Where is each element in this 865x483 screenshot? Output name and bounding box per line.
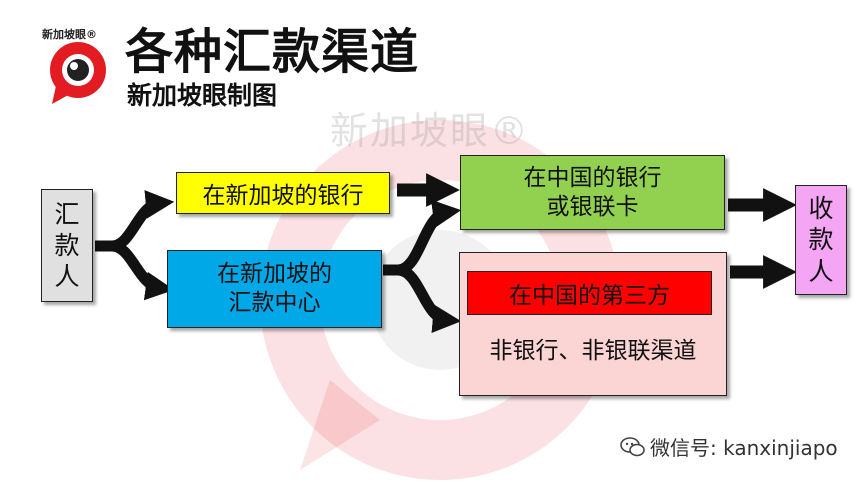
sender-char: 汇 <box>54 199 80 229</box>
cn-third-label: 在中国的第三方 <box>509 283 670 309</box>
sg-bank-label: 在新加坡的银行 <box>202 183 364 209</box>
receiver-box: 收 款 人 <box>795 185 847 295</box>
cn-bank-box: 在中国的银行 或银联卡 <box>460 155 725 230</box>
sender-char: 人 <box>54 262 80 292</box>
cn-nonbank-label: 非银行、非银联渠道 <box>489 338 697 364</box>
cn-bank-line: 在中国的银行 <box>523 164 662 191</box>
sg-bank-box: 在新加坡的银行 <box>176 172 390 214</box>
receiver-char: 人 <box>808 256 834 286</box>
eye-logo-icon <box>50 42 106 104</box>
sender-char: 款 <box>54 230 80 260</box>
credit-text: 微信号: kanxinjiapo <box>650 436 838 460</box>
page-subtitle: 新加坡眼制图 <box>127 81 278 110</box>
sender-box: 汇 款 人 <box>41 189 93 302</box>
logo-text: 新加坡眼® <box>42 28 97 41</box>
sg-remit-line: 汇款中心 <box>228 290 321 316</box>
receiver-char: 款 <box>808 225 834 255</box>
logo: 新加坡眼® <box>38 20 118 105</box>
sg-remit-box: 在新加坡的 汇款中心 <box>167 250 382 328</box>
fork-sender <box>95 190 175 252</box>
cn-third-box: 在中国的第三方 <box>467 271 712 315</box>
page-title: 各种汇款渠道 <box>125 24 420 80</box>
sg-remit-line: 在新加坡的 <box>217 261 332 288</box>
watermark-text: 新加坡眼® <box>330 109 531 153</box>
cn-bank-line: 或银联卡 <box>546 193 639 220</box>
wechat-credit: 微信号: kanxinjiapo <box>620 432 838 461</box>
wechat-icon <box>620 436 645 456</box>
receiver-char: 收 <box>808 194 834 224</box>
fork-remit <box>383 199 462 276</box>
